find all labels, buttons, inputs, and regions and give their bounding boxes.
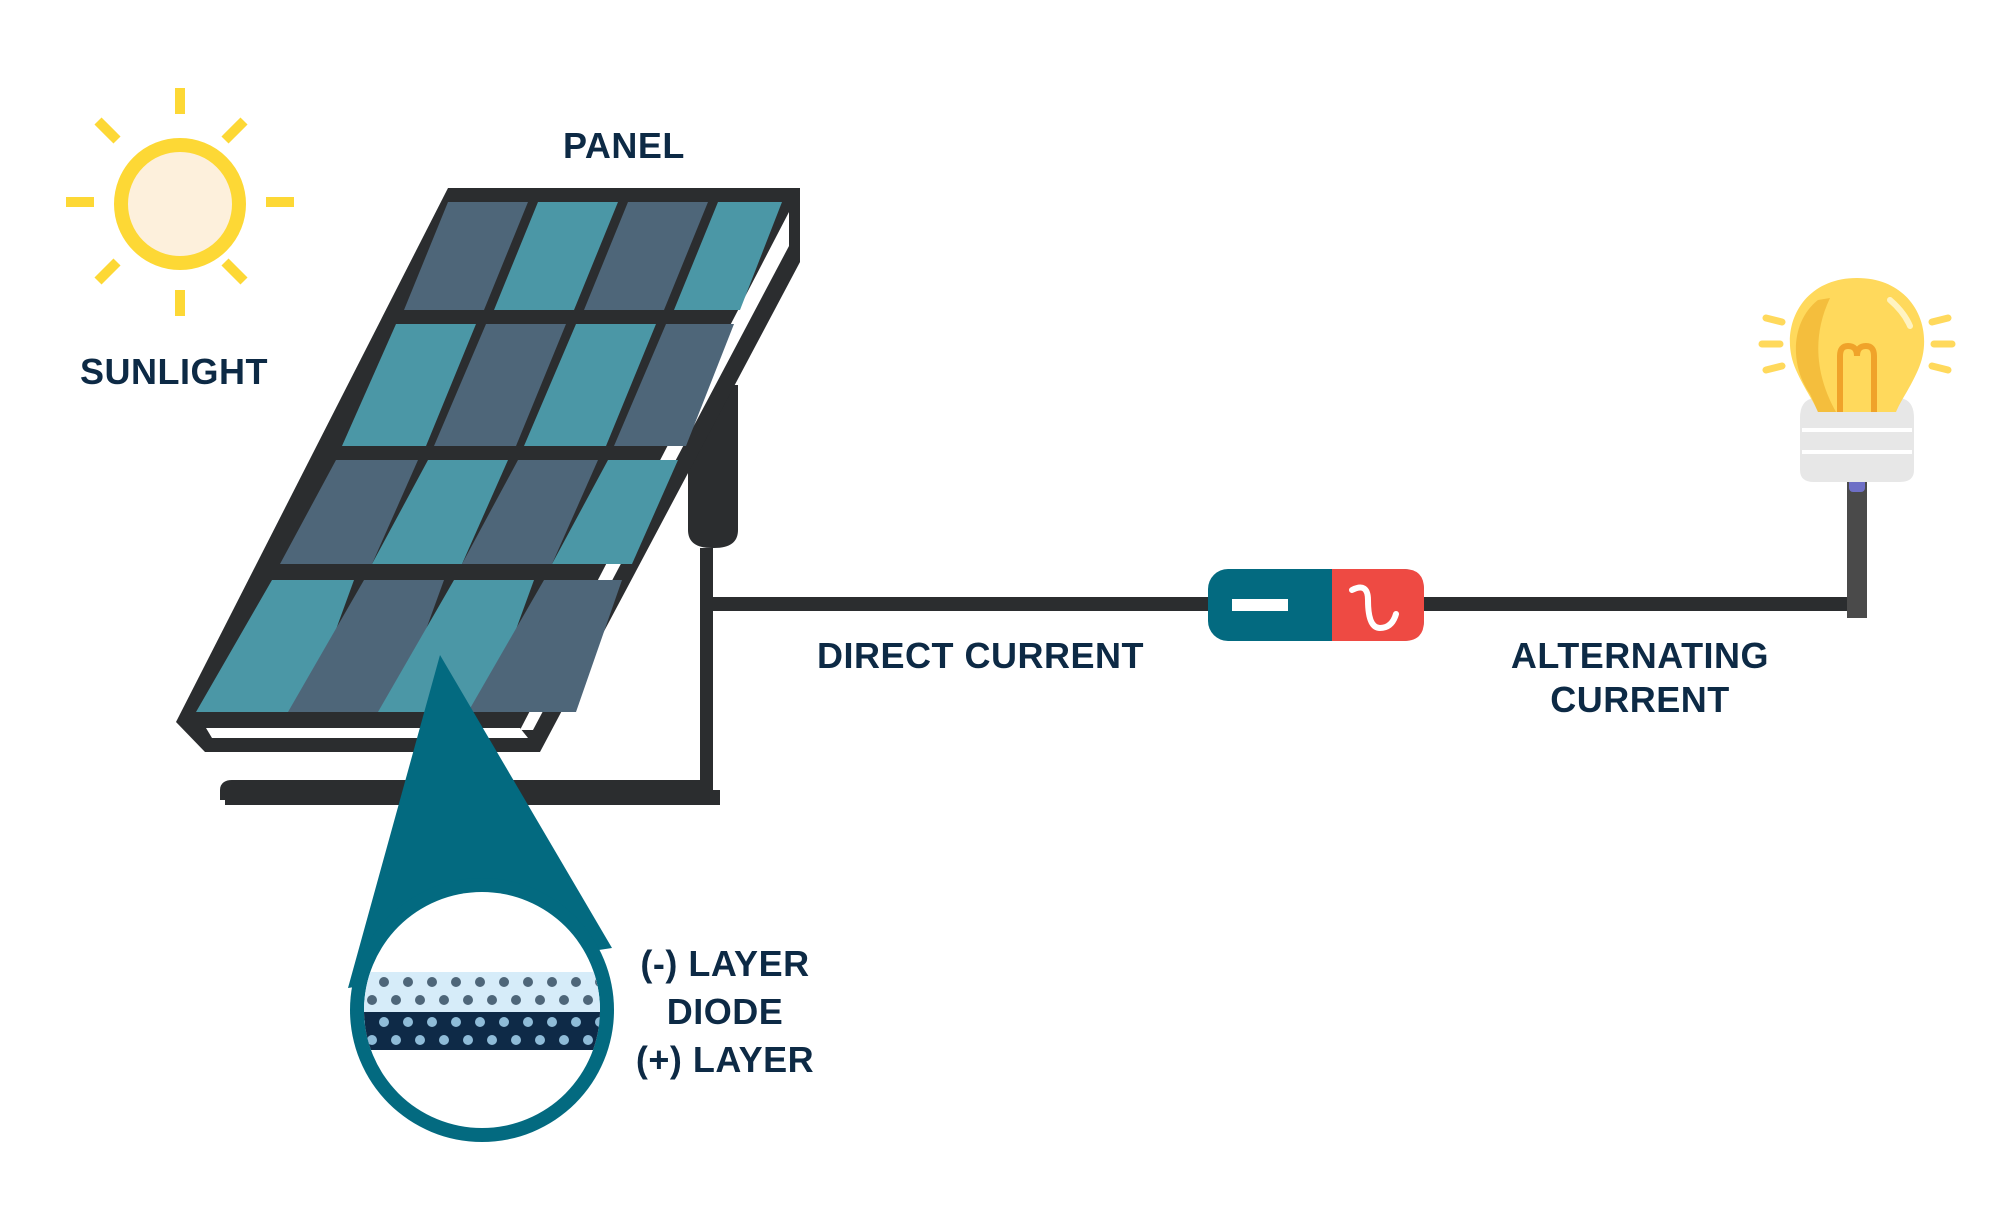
light-bulb-icon: [1758, 278, 1956, 618]
sunlight-label: SUNLIGHT: [80, 351, 268, 392]
dc-symbol: [1232, 599, 1288, 611]
layer-legend: (-) LAYER DIODE (+) LAYER: [630, 942, 820, 1082]
positive-layer-label: (+) LAYER: [635, 1039, 815, 1080]
alternating-current-line2: CURRENT: [1550, 679, 1730, 720]
cell-magnifier-icon: [348, 655, 614, 1142]
solar-panel-icon: [176, 188, 800, 752]
diode-label: DIODE: [666, 991, 784, 1032]
sun-icon: [66, 88, 294, 316]
ac-symbol: [1349, 584, 1399, 632]
panel-label: PANEL: [563, 125, 685, 166]
inverter-icon: [1208, 569, 1424, 641]
alternating-current-label: ALTERNATING CURRENT: [1500, 634, 1780, 722]
alternating-current-line1: ALTERNATING: [1510, 635, 1770, 676]
negative-layer-label: (-) LAYER: [640, 943, 810, 984]
direct-current-label: DIRECT CURRENT: [817, 635, 1144, 676]
